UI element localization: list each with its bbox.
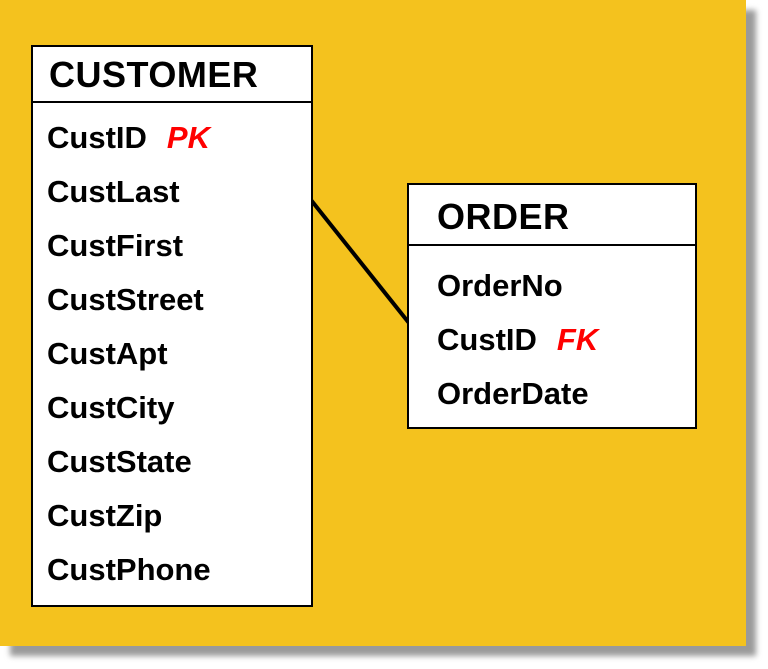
customer-entity-title: CUSTOMER (33, 47, 311, 103)
attribute-name: CustCity (47, 390, 175, 425)
diagram-panel: CUSTOMER CustID PK CustLast CustFirst Cus… (0, 0, 746, 646)
customer-attribute: CustLast (47, 165, 311, 219)
relationship-line (309, 198, 411, 325)
order-entity[interactable]: ORDER OrderNo CustID FK OrderDate (407, 183, 697, 429)
customer-entity[interactable]: CUSTOMER CustID PK CustLast CustFirst Cus… (31, 45, 313, 607)
foreign-key-tag: FK (556, 322, 599, 357)
order-attribute: OrderDate (437, 367, 695, 421)
customer-attribute: CustStreet (47, 273, 311, 327)
attribute-name: CustZip (47, 498, 163, 533)
customer-attribute: CustState (47, 435, 311, 489)
attribute-name: CustStreet (47, 282, 204, 317)
customer-attribute: CustFirst (47, 219, 311, 273)
order-attribute-list: OrderNo CustID FK OrderDate (437, 259, 695, 421)
attribute-name: CustLast (47, 174, 180, 209)
attribute-name: CustID (437, 322, 537, 357)
order-attribute: OrderNo (437, 259, 695, 313)
attribute-name: CustPhone (47, 552, 211, 587)
attribute-name: CustFirst (47, 228, 184, 263)
attribute-name: CustID (47, 120, 147, 155)
customer-attribute: CustZip (47, 489, 311, 543)
attribute-name: OrderDate (437, 376, 589, 411)
customer-attribute: CustPhone (47, 543, 311, 597)
order-attribute: CustID FK (437, 313, 695, 367)
attribute-name: OrderNo (437, 268, 563, 303)
customer-attribute-list: CustID PK CustLast CustFirst CustStreet C… (47, 111, 311, 597)
customer-attribute: CustCity (47, 381, 311, 435)
primary-key-tag: PK (166, 120, 210, 155)
customer-attribute: CustID PK (47, 111, 311, 165)
customer-attribute: CustApt (47, 327, 311, 381)
order-entity-title: ORDER (409, 185, 695, 246)
attribute-name: CustState (47, 444, 192, 479)
attribute-name: CustApt (47, 336, 168, 371)
